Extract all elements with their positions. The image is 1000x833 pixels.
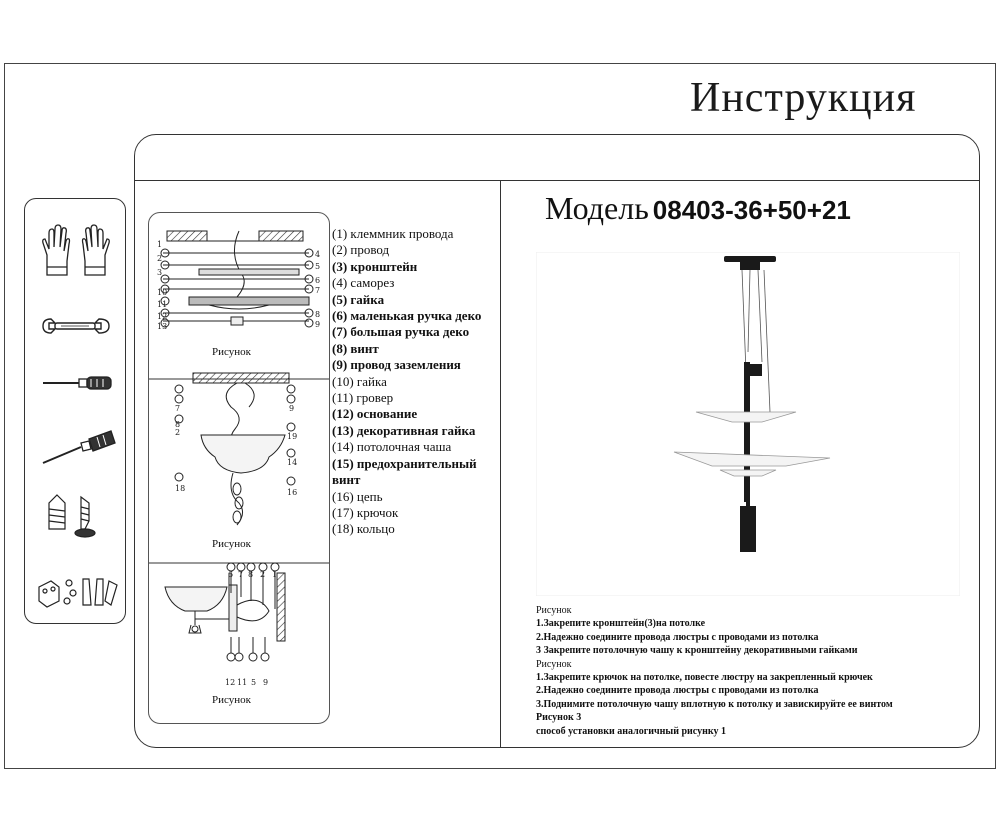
fig3-number: 8 bbox=[248, 570, 253, 579]
fig1-number: 4 bbox=[315, 250, 320, 259]
fig1-number: 1 bbox=[157, 240, 162, 249]
fig3-number: 9 bbox=[263, 678, 268, 687]
figure-2-diagram bbox=[174, 372, 296, 526]
assembly-diagrams: 1 2 3 10 11 12 13 4 5 6 7 8 9 7 8 2 9 19… bbox=[149, 230, 329, 687]
legend-item: (18) кольцо bbox=[332, 521, 395, 537]
model-number: 08403-36+50+21 bbox=[652, 195, 851, 225]
wrench-icon bbox=[33, 295, 119, 355]
fig2-number: 19 bbox=[287, 432, 297, 441]
legend-item: (2) провод bbox=[332, 242, 390, 258]
fig1-number: 8 bbox=[315, 310, 320, 319]
instruction-line: 3 Закрепите потолочную чашу к кронштейну… bbox=[536, 645, 858, 657]
legend-item: винт bbox=[332, 472, 361, 488]
column-divider bbox=[500, 180, 501, 748]
fig2-number: 14 bbox=[287, 458, 297, 467]
figure-2-caption: Рисунок bbox=[212, 538, 251, 550]
figure-3-diagram bbox=[164, 562, 286, 662]
legend-item: (4) саморез bbox=[332, 275, 395, 291]
fig1-number: 7 bbox=[315, 286, 320, 295]
legend-item: (6) маленькая ручка деко bbox=[332, 308, 482, 324]
fig2-number: 16 bbox=[287, 488, 297, 497]
legend-item: (10) гайка bbox=[332, 373, 387, 389]
phillips-screwdriver-icon bbox=[33, 419, 119, 479]
instruction-line: Рисунок bbox=[536, 658, 572, 670]
legend-item: (1) клеммник провода bbox=[332, 226, 454, 241]
product-photo bbox=[535, 251, 961, 597]
fig2-number: 7 bbox=[175, 404, 180, 413]
legend-item: (7) большая ручка деко bbox=[332, 324, 470, 340]
instruction-line: Рисунок 3 bbox=[536, 712, 582, 724]
fig1-number: 13 bbox=[157, 322, 167, 331]
fig3-number: 1 bbox=[272, 570, 277, 579]
installation-instructions: Рисунок 1.Закрепите кронштейн(3)на потол… bbox=[536, 604, 966, 738]
legend-item: (17) крючок bbox=[332, 504, 399, 520]
instruction-line: способ установки аналогичный рисунку 1 bbox=[536, 725, 726, 737]
fig3-number: 7 bbox=[238, 570, 243, 579]
model-label: Модель bbox=[545, 190, 649, 226]
figure-1-caption: Рисунок bbox=[212, 346, 251, 358]
parts-legend: (1) клеммник провода (2) провод (3) крон… bbox=[332, 226, 500, 538]
instruction-line: 1.Закрепите крючок на потолке, повесте л… bbox=[536, 672, 873, 684]
page-title: Инструкция bbox=[690, 75, 917, 121]
fig3-number: 2 bbox=[260, 570, 265, 579]
fig3-number: 5 bbox=[251, 678, 256, 687]
screws-icon bbox=[33, 489, 119, 549]
fig3-number: 12 bbox=[225, 678, 235, 687]
instruction-line: 1.Закрепите кронштейн(3)на потолке bbox=[536, 618, 706, 630]
legend-item: (11) гровер bbox=[332, 390, 394, 406]
pendant-lamp-image bbox=[673, 256, 831, 552]
fig2-number: 2 bbox=[175, 428, 180, 437]
instruction-line: 2.Надежно соедините провода люстры с про… bbox=[536, 685, 819, 697]
instruction-line: Рисунок bbox=[536, 605, 572, 616]
tools-panel bbox=[24, 198, 126, 624]
fig1-number: 2 bbox=[157, 254, 162, 263]
legend-item: (14) потолочная чаша bbox=[332, 439, 452, 455]
legend-item: (15) предохранительный bbox=[332, 455, 477, 471]
legend-item: (5) гайка bbox=[332, 291, 385, 307]
fig1-number: 5 bbox=[315, 262, 320, 271]
gloves-icon bbox=[33, 221, 119, 281]
assembly-diagram-panel: 1 2 3 10 11 12 13 4 5 6 7 8 9 7 8 2 9 19… bbox=[148, 212, 330, 724]
fig1-number: 10 bbox=[157, 288, 167, 297]
fig1-number: 3 bbox=[157, 268, 162, 277]
figure-1-diagram bbox=[160, 230, 314, 328]
fig2-number: 18 bbox=[175, 484, 185, 493]
fig2-number: 9 bbox=[289, 404, 294, 413]
instruction-line: 2.Надежно соедините провода люстры с про… bbox=[536, 631, 819, 643]
instruction-line: 3.Поднимите потолочную чашу вплотную к п… bbox=[536, 698, 893, 710]
fig3-number: 6 bbox=[228, 570, 233, 579]
fig1-number: 9 bbox=[315, 320, 320, 329]
legend-item: (16) цепь bbox=[332, 488, 383, 504]
legend-item: (13) декоративная гайка bbox=[332, 422, 476, 438]
fig1-number: 11 bbox=[157, 300, 167, 309]
page-frame bbox=[4, 63, 996, 769]
legend-item: (3) кронштейн bbox=[332, 258, 418, 274]
header-divider bbox=[134, 180, 980, 181]
legend-item: (12) основание bbox=[332, 406, 418, 422]
legend-item: (8) винт bbox=[332, 340, 379, 356]
fig3-number: 11 bbox=[237, 678, 247, 687]
fig1-number: 12 bbox=[157, 312, 167, 321]
hardware-kit-icon bbox=[33, 565, 119, 625]
fig1-number: 6 bbox=[315, 276, 320, 285]
legend-item: (9) провод заземления bbox=[332, 357, 461, 373]
flat-screwdriver-icon bbox=[33, 365, 119, 425]
content-frame bbox=[134, 134, 980, 748]
figure-3-caption: Рисунок bbox=[212, 694, 251, 706]
fig2-number: 8 bbox=[175, 420, 180, 429]
